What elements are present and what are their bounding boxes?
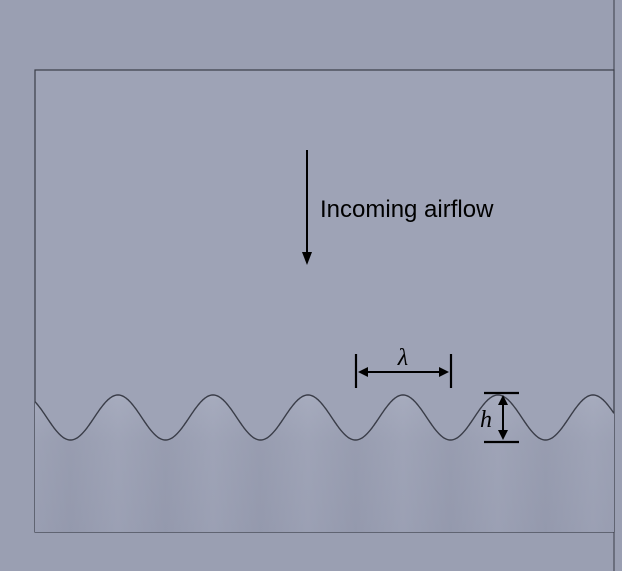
height-dimension (484, 391, 519, 444)
airflow-arrow (302, 150, 312, 265)
airflow-label: Incoming airflow (320, 196, 494, 223)
wavelength-label: λ (397, 345, 408, 371)
height-label: h (480, 407, 492, 433)
wavelength-dimension (354, 354, 453, 388)
wavy-surface-line (34, 394, 615, 441)
